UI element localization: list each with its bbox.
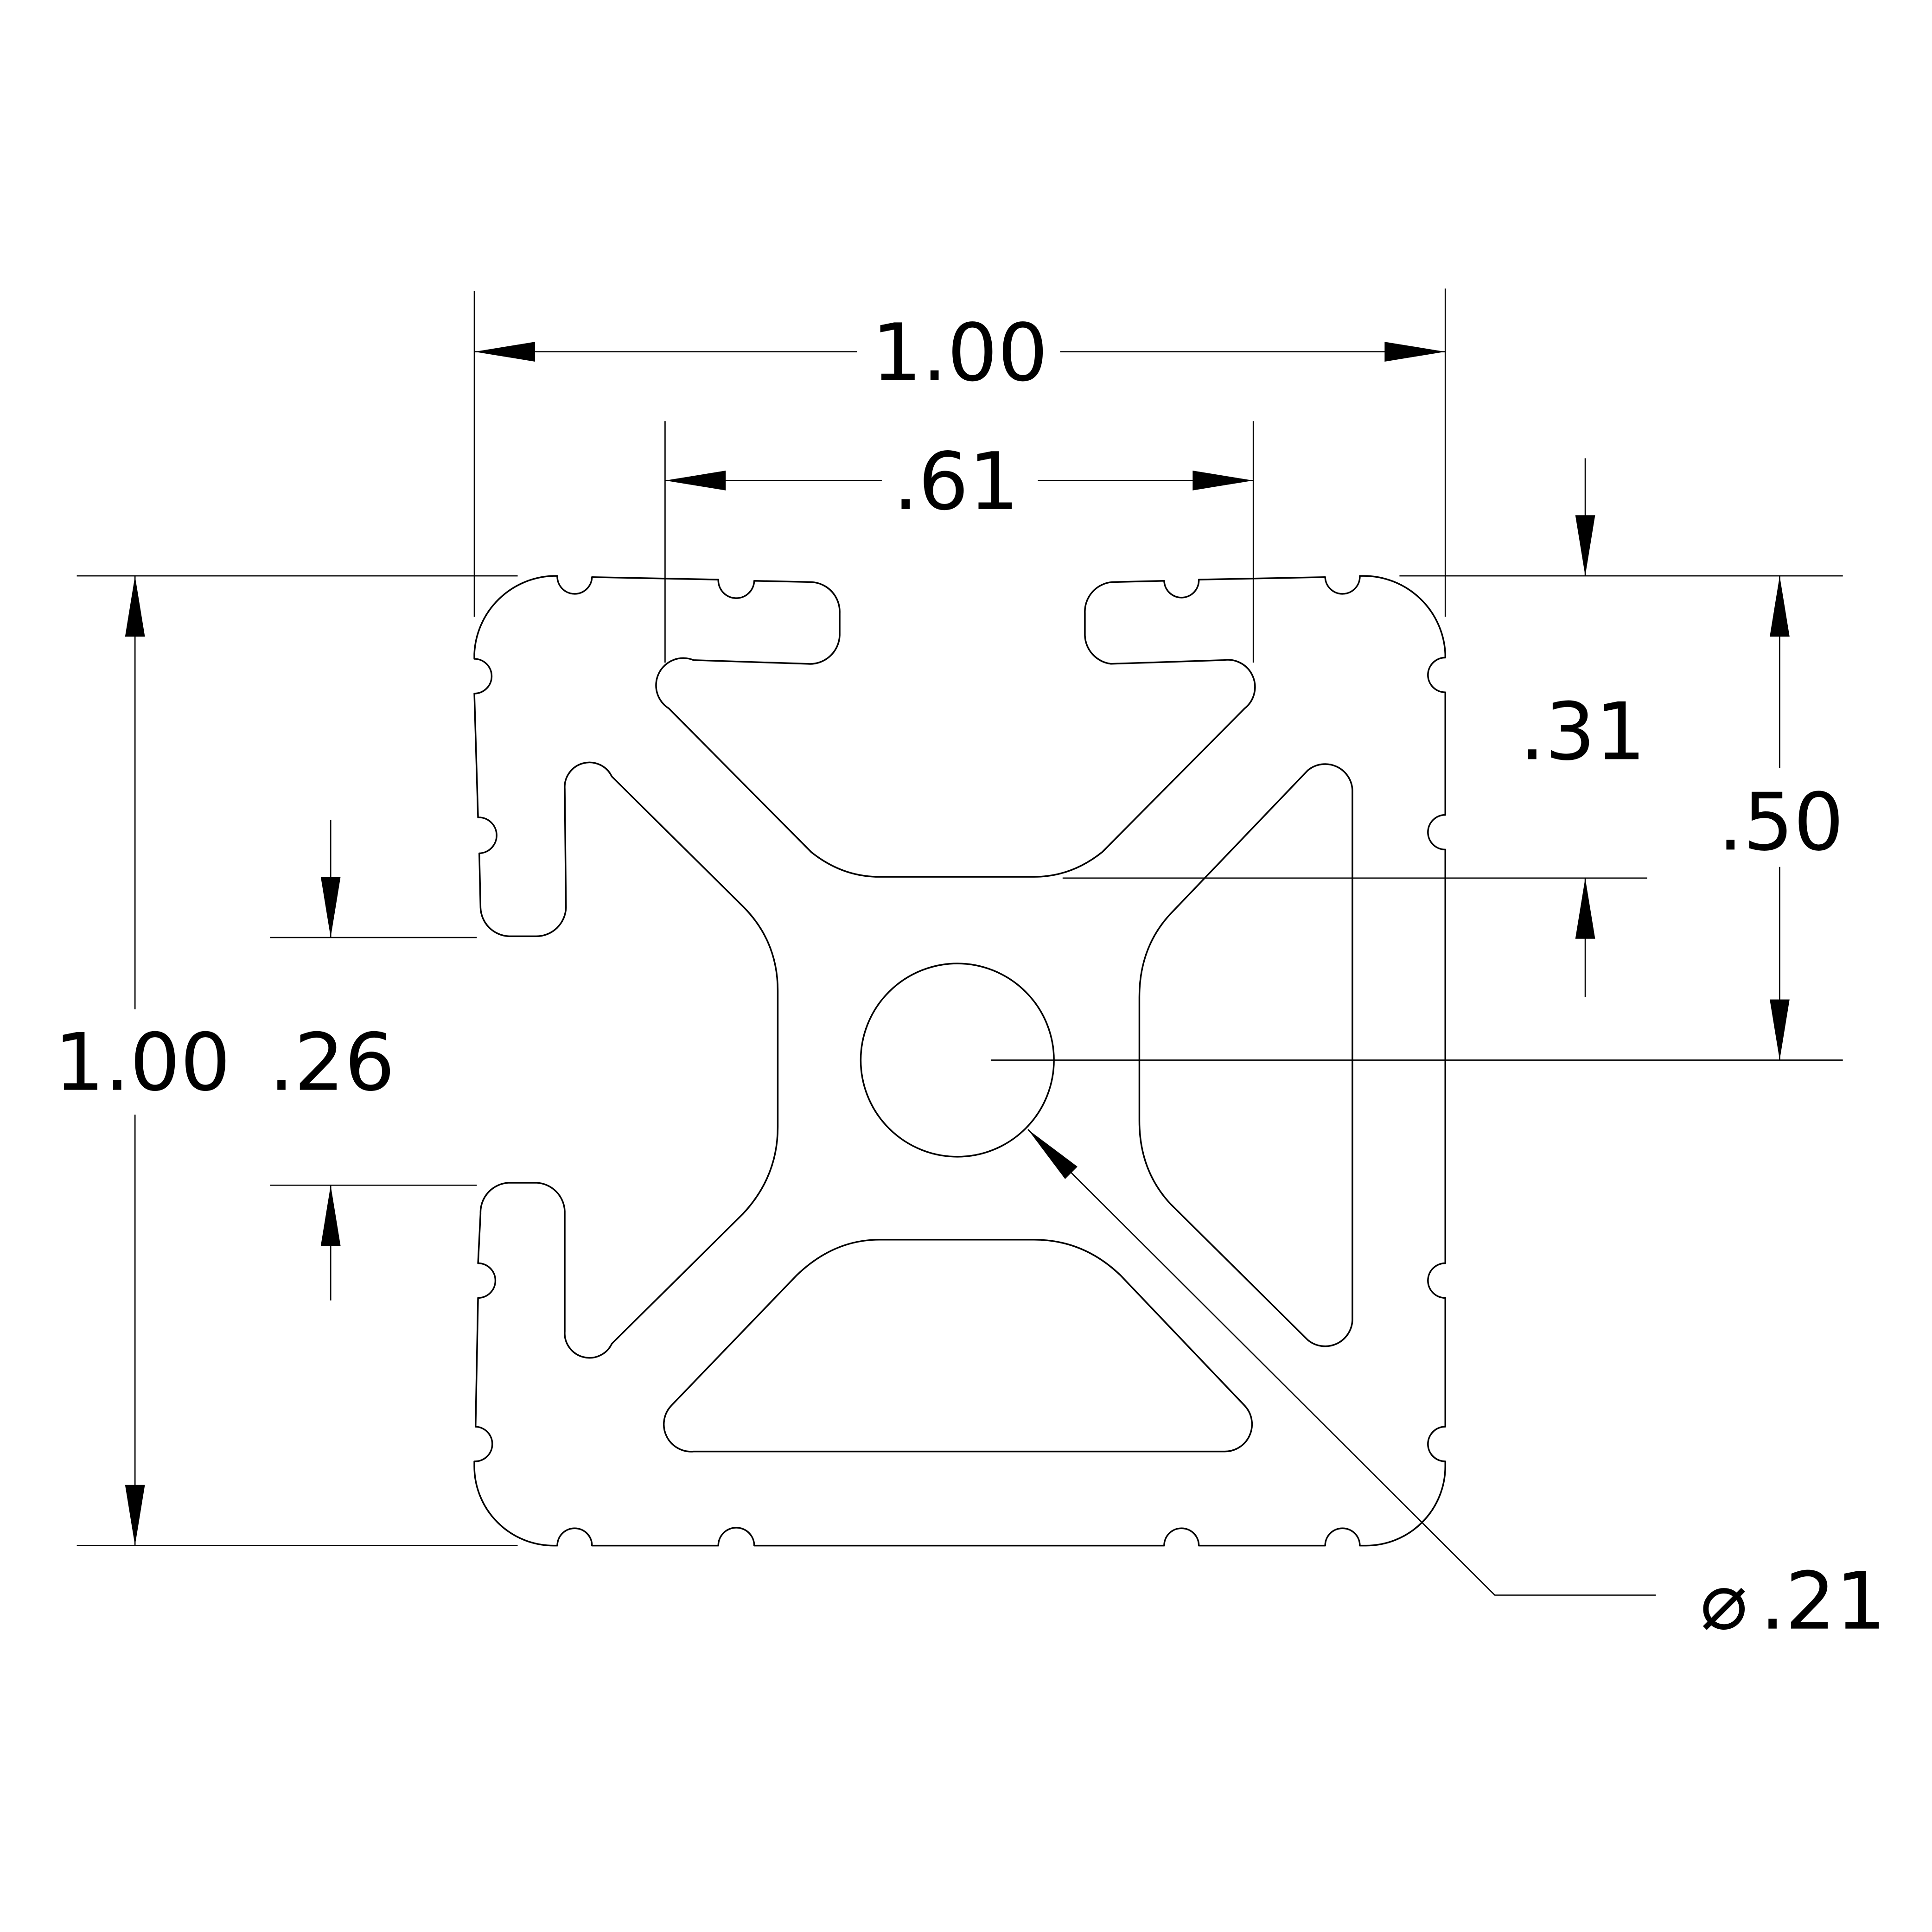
arrow-down-icon: [320, 877, 341, 938]
dim-slot-opening-width: .61: [664, 421, 1254, 663]
dim-label: .61: [893, 436, 1019, 528]
arrow-up-icon: [1770, 576, 1790, 637]
arrow-up-icon: [125, 576, 145, 637]
arrow-right-icon: [1384, 342, 1446, 362]
arrow-left-icon: [665, 471, 726, 491]
profile-outline: [473, 575, 1446, 1547]
dim-side-slot-opening: .26: [269, 820, 477, 1301]
arrow-down-icon: [1575, 515, 1595, 576]
dim-overall-height: 1.00: [54, 575, 518, 1546]
dim-label: .31: [1520, 686, 1646, 778]
dim-overall-width: 1.00: [473, 288, 1446, 617]
arrow-right-icon: [1192, 471, 1254, 491]
right-cavity: [1138, 763, 1353, 1347]
arrow-down-icon: [1770, 999, 1790, 1060]
bottom-cavity: [663, 1239, 1253, 1453]
arrow-leader-icon: [1028, 1129, 1078, 1179]
dim-label: .26: [269, 1017, 395, 1109]
dim-label: 1.00: [54, 1017, 231, 1109]
dim-center-offset: .50: [990, 576, 1844, 1061]
arrow-up-icon: [320, 1185, 341, 1246]
dim-label: .50: [1718, 776, 1844, 868]
dim-label: .21: [1760, 1556, 1886, 1648]
dim-label: 1.00: [872, 307, 1048, 399]
arrow-up-icon: [1575, 878, 1595, 939]
dim-slot-depth: .31: [1062, 458, 1843, 997]
diameter-symbol: ⌀: [1700, 1556, 1748, 1648]
arrow-down-icon: [125, 1485, 145, 1546]
arrow-left-icon: [474, 342, 535, 362]
dim-bore-diameter: ⌀ .21: [1027, 1129, 1886, 1648]
